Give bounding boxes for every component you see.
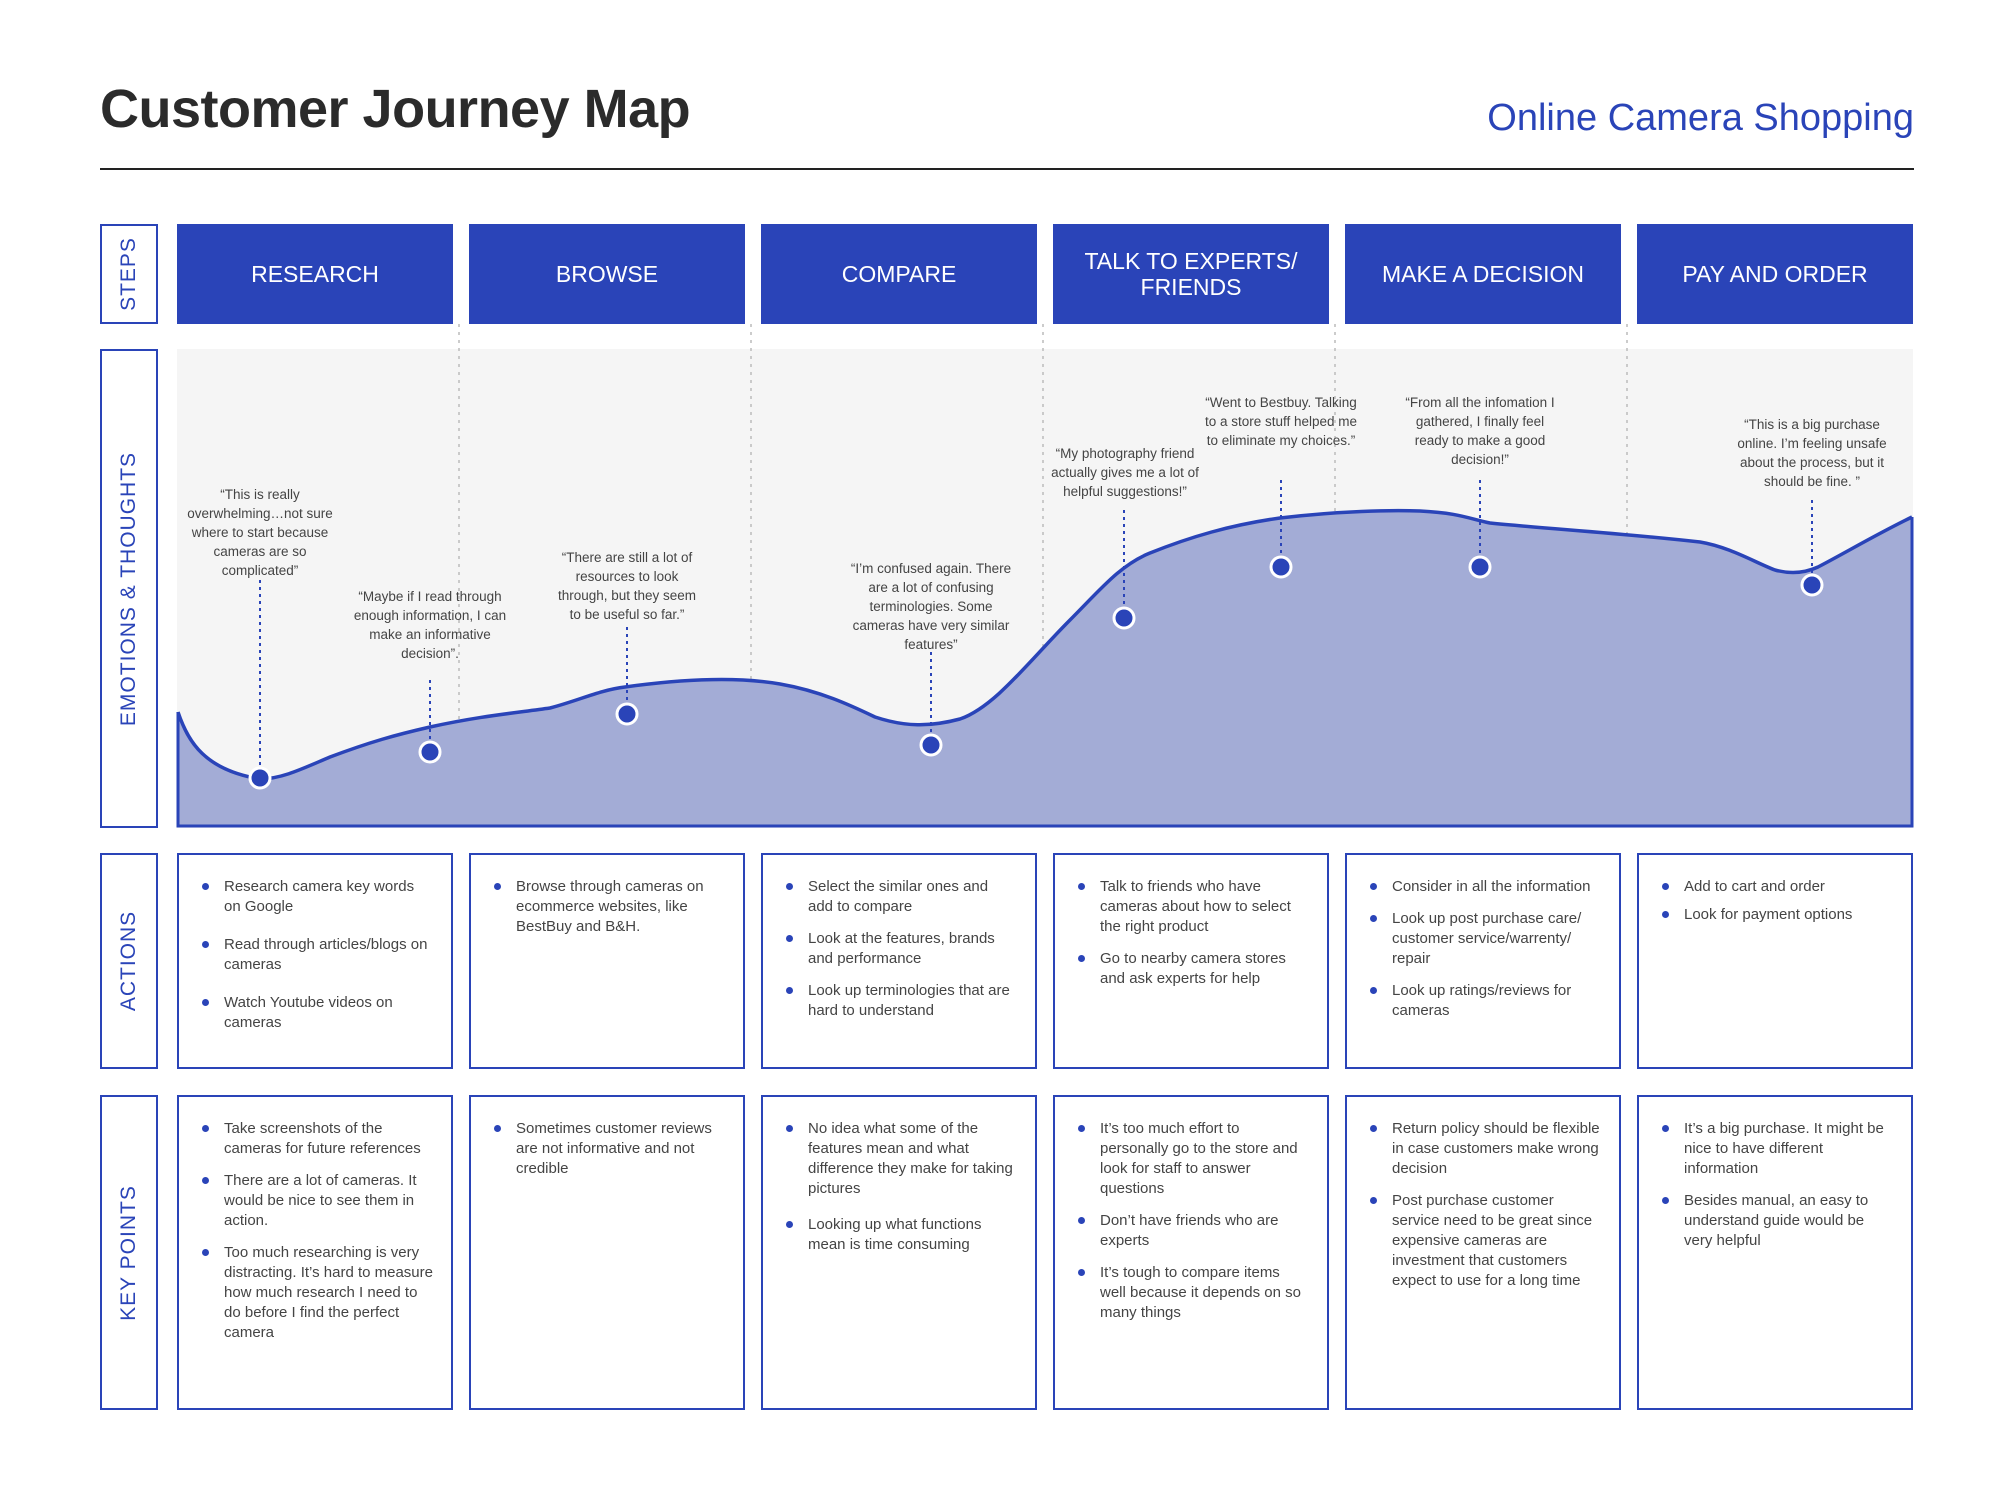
row-label-emotions: EMOTIONS & THOUGHTS: [100, 349, 158, 828]
emotion-quote: “From all the infomation I gathered, I f…: [1405, 395, 1555, 467]
actions-card-research: Research camera key words on Google Read…: [177, 853, 453, 1069]
key-points-card-research: Take screenshots of the cameras for futu…: [177, 1095, 453, 1410]
row-label-actions-text: ACTIONS: [117, 910, 140, 1012]
key-point-item: Besides manual, an easy to understand gu…: [1657, 1191, 1893, 1251]
action-item: Go to nearby camera stores and ask exper…: [1073, 949, 1309, 989]
key-point-item: Don’t have friends who are experts: [1073, 1211, 1309, 1251]
row-label-actions: ACTIONS: [100, 853, 158, 1069]
actions-card-talk-to-experts: Talk to friends who have cameras about h…: [1053, 853, 1329, 1069]
key-points-card-compare: No idea what some of the features mean a…: [761, 1095, 1037, 1410]
action-item: Watch Youtube videos on cameras: [197, 993, 433, 1033]
emotion-point: [248, 766, 272, 790]
emotion-quote: “This is really overwhelming…not sure wh…: [187, 487, 333, 578]
action-item: Look up terminologies that are hard to u…: [781, 981, 1017, 1021]
row-label-key-points-text: KEY POINTS: [117, 1184, 140, 1321]
action-item: Research camera key words on Google: [197, 877, 433, 917]
action-item: Look up post purchase care/ customer ser…: [1365, 909, 1601, 969]
key-point-item: Too much researching is very distracting…: [197, 1243, 433, 1343]
key-point-item: Take screenshots of the cameras for futu…: [197, 1119, 433, 1159]
emotion-point: [1112, 606, 1136, 630]
row-label-key-points: KEY POINTS: [100, 1095, 158, 1410]
emotion-quote: “My photography friend actually gives me…: [1051, 446, 1199, 499]
step-pay-and-order: PAY AND ORDER: [1637, 224, 1913, 324]
page-title: Customer Journey Map: [100, 79, 691, 139]
actions-card-pay-and-order: Add to cart and order Look for payment o…: [1637, 853, 1913, 1069]
step-browse: BROWSE: [469, 224, 745, 324]
row-label-steps: STEPS: [100, 224, 158, 324]
key-points-card-browse: Sometimes customer reviews are not infor…: [469, 1095, 745, 1410]
action-item: Browse through cameras on ecommerce webs…: [489, 877, 725, 937]
step-research: RESEARCH: [177, 224, 453, 324]
row-label-steps-text: STEPS: [117, 237, 141, 311]
action-item: Look at the features, brands and perform…: [781, 929, 1017, 969]
key-point-item: It’s a big purchase. It might be nice to…: [1657, 1119, 1893, 1179]
emotion-quote: “Maybe if I read through enough informat…: [353, 589, 507, 661]
step-compare: COMPARE: [761, 224, 1037, 324]
action-item: Read through articles/blogs on cameras: [197, 935, 433, 975]
emotion-point: [615, 702, 639, 726]
emotion-quote: “This is a big purchase online. I’m feel…: [1737, 417, 1887, 489]
key-point-item: It’s too much effort to personally go to…: [1073, 1119, 1309, 1199]
key-point-item: Post purchase customer service need to b…: [1365, 1191, 1601, 1291]
page-subtitle: Online Camera Shopping: [1487, 97, 1914, 139]
action-item: Talk to friends who have cameras about h…: [1073, 877, 1309, 937]
step-make-a-decision: MAKE A DECISION: [1345, 224, 1621, 324]
actions-card-browse: Browse through cameras on ecommerce webs…: [469, 853, 745, 1069]
emotion-point: [1269, 555, 1293, 579]
emotion-quote: “Went to Bestbuy. Talking to a store stu…: [1204, 395, 1358, 448]
actions-card-make-a-decision: Consider in all the information Look up …: [1345, 853, 1621, 1069]
key-point-item: Looking up what functions mean is time c…: [781, 1215, 1017, 1255]
step-talk-to-experts: TALK TO EXPERTS/ FRIENDS: [1053, 224, 1329, 324]
header-divider: [100, 168, 1914, 170]
actions-card-compare: Select the similar ones and add to compa…: [761, 853, 1037, 1069]
row-label-emotions-text: EMOTIONS & THOUGHTS: [117, 451, 141, 726]
key-points-card-pay-and-order: It’s a big purchase. It might be nice to…: [1637, 1095, 1913, 1410]
key-point-item: Sometimes customer reviews are not infor…: [489, 1119, 725, 1179]
emotion-area-border: [176, 517, 1914, 828]
emotion-point: [418, 740, 442, 764]
emotion-point: [1800, 573, 1824, 597]
emotion-area: [178, 510, 1912, 826]
emotion-point: [919, 733, 943, 757]
key-point-item: It’s tough to compare items well because…: [1073, 1263, 1309, 1323]
key-point-item: No idea what some of the features mean a…: [781, 1119, 1017, 1199]
action-item: Look up ratings/reviews for cameras: [1365, 981, 1601, 1021]
key-points-card-make-a-decision: Return policy should be flexible in case…: [1345, 1095, 1621, 1410]
key-point-item: There are a lot of cameras. It would be …: [197, 1171, 433, 1231]
emotion-point: [1468, 555, 1492, 579]
action-item: Look for payment options: [1657, 905, 1893, 925]
action-item: Consider in all the information: [1365, 877, 1601, 897]
key-point-item: Return policy should be flexible in case…: [1365, 1119, 1601, 1179]
emotion-quote: “There are still a lot of resources to l…: [557, 550, 697, 622]
action-item: Select the similar ones and add to compa…: [781, 877, 1017, 917]
emotion-quote: “I’m confused again. There are a lot of …: [850, 561, 1012, 652]
key-points-card-talk-to-experts: It’s too much effort to personally go to…: [1053, 1095, 1329, 1410]
action-item: Add to cart and order: [1657, 877, 1893, 897]
